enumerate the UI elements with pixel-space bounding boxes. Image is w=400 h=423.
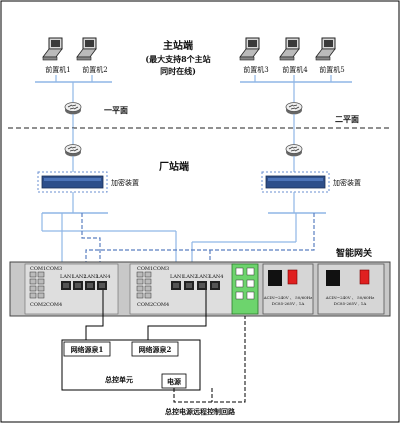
psu-label: ACIN~240V 、 50/60Hz: [263, 295, 313, 300]
port-label: COM2: [137, 302, 153, 308]
port-label: LAN3: [84, 274, 99, 280]
remote-control-loop-label: 总控电源远程控制回路: [165, 407, 236, 416]
network-source-2: [131, 341, 179, 357]
port-label: COM4: [153, 302, 169, 308]
psu-label: ACIN~240V 、 50/60Hz: [325, 295, 375, 300]
lan-port[interactable]: [197, 281, 207, 290]
network-source-2-label: 网络源泉2: [139, 345, 172, 354]
pc-label: 前置机3: [243, 65, 268, 74]
lan-port[interactable]: [184, 281, 194, 290]
network-source-1: [63, 341, 111, 357]
encrypt-device-label-left: 加密装置: [111, 178, 139, 187]
port-label: COM1: [137, 266, 153, 272]
router-icon: [64, 102, 82, 115]
control-unit-label: 总控单元: [105, 375, 133, 384]
dashed-link: [81, 213, 101, 264]
gateway-title: 智能网关: [336, 247, 372, 259]
pc-label: 前置机5: [319, 65, 344, 74]
front-end-pc-icon: [42, 37, 63, 61]
encrypt-device-right: [265, 175, 326, 189]
pc-label: 前置机4: [282, 65, 308, 74]
front-end-pc-icon: [239, 37, 260, 61]
port-label: COM1: [30, 266, 46, 272]
lan-port[interactable]: [73, 281, 83, 290]
router-icon: [285, 144, 303, 157]
lan-port[interactable]: [61, 281, 71, 290]
master-station-title: 主站端: [163, 39, 193, 52]
port-label: LAN1: [60, 274, 75, 280]
port-label: LAN3: [196, 274, 211, 280]
port-label: COM4: [46, 302, 62, 308]
front-end-pc-icon: [315, 37, 336, 61]
pc-label: 前置机1: [45, 65, 70, 74]
router-icon: [64, 144, 82, 157]
power-inlet: [326, 270, 340, 286]
remote-control-loop: [173, 316, 246, 403]
master-station-section: 主站端 (最大支持8个主站 同时在线) 前置机1 前置机2 前置机3 前置机4 …: [35, 37, 359, 128]
port-label: LAN1: [170, 274, 185, 280]
encrypt-device-label-right: 加密装置: [333, 178, 361, 187]
power-switch[interactable]: [359, 269, 370, 285]
control-section: 网络源泉1 网络源泉2 总控单元 电源 总控电源远程控制回路: [61, 290, 246, 416]
psu-label: DC85-265V , 1A: [334, 301, 367, 306]
dashed-link: [85, 213, 315, 264]
plant-station-section: 厂站端 加密装置 加密装置: [37, 128, 361, 264]
power-switch[interactable]: [287, 269, 298, 285]
plane-1-label: 一平面: [104, 105, 128, 115]
port-label: LAN4: [209, 274, 224, 280]
lan-port[interactable]: [85, 281, 95, 290]
pc-label: 前置机2: [82, 65, 107, 74]
port-label: LAN4: [96, 274, 111, 280]
encrypt-device-frame-right: [261, 171, 330, 193]
master-station-note-1: (最大支持8个主站: [145, 54, 210, 64]
lan-port[interactable]: [171, 281, 181, 290]
front-end-pc-icon: [76, 37, 97, 61]
encrypt-device-frame-left: [37, 171, 108, 193]
smart-gateway: 智能网关 COM1 COM3 COM2 COM4 LAN1 LAN2 LAN3 …: [9, 247, 391, 317]
power-inlet: [268, 270, 282, 286]
encrypt-device-left: [41, 175, 104, 189]
port-label: COM3: [46, 266, 62, 272]
router-icon: [285, 102, 303, 115]
port-label: COM2: [30, 302, 46, 308]
lan-port[interactable]: [97, 281, 107, 290]
plane-2-label: 二平面: [335, 114, 359, 124]
network-source-1-label: 网络源泉1: [71, 345, 104, 354]
port-label: COM3: [153, 266, 169, 272]
port-label: LAN2: [183, 274, 198, 280]
lan-port[interactable]: [210, 281, 220, 290]
front-end-pc-icon: [279, 37, 300, 61]
master-station-note-2: 同时在线): [160, 66, 196, 76]
psu-label: DC85-265V , 1A: [272, 301, 305, 306]
port-label: LAN2: [72, 274, 87, 280]
plant-station-title: 厂站端: [159, 160, 189, 173]
power-box-label: 电源: [167, 377, 181, 386]
